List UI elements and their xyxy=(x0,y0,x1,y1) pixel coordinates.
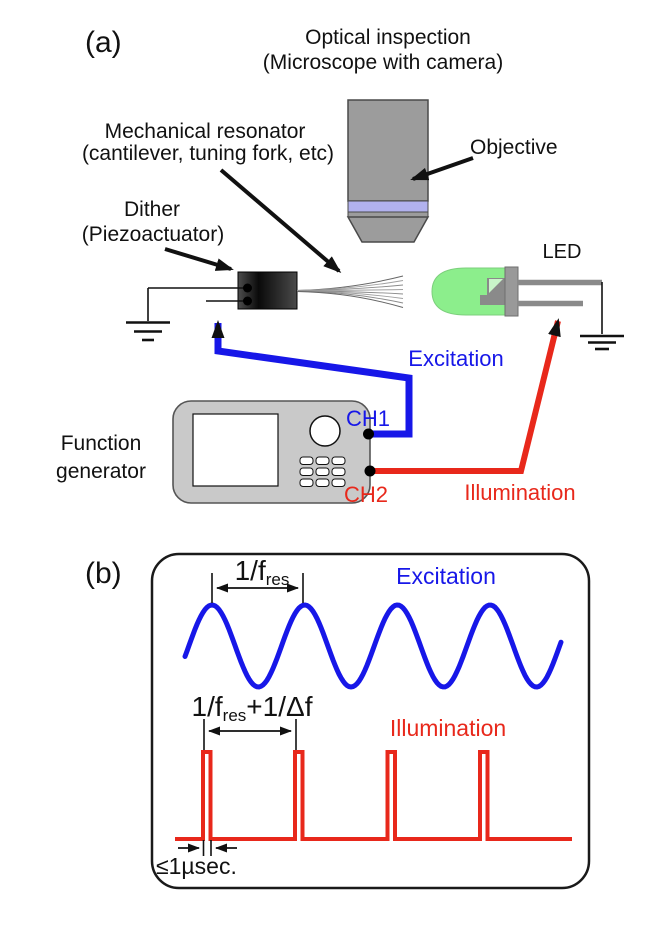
objective-graphic xyxy=(346,99,430,243)
excitation-label-b: Excitation xyxy=(396,563,496,589)
illumination-wire xyxy=(370,318,561,474)
optical-inspection-label-line2: (Microscope with camera) xyxy=(263,51,503,74)
dither-arrow xyxy=(164,247,234,271)
function-generator-label-line1: Function xyxy=(61,432,142,455)
mechanical-resonator-arrow xyxy=(219,168,342,273)
led-wire-wedge xyxy=(483,287,500,301)
function-generator-knob xyxy=(309,415,341,447)
objective-band xyxy=(347,200,429,213)
beat-dimension xyxy=(203,719,297,752)
function-generator-keypad xyxy=(299,456,346,487)
pulse-width-label: ≤1µsec. xyxy=(156,853,237,879)
excitation-sine-wave xyxy=(182,602,564,690)
ch2-terminal xyxy=(364,465,376,477)
panel-b-tag: (b) xyxy=(85,557,122,590)
objective-label: Objective xyxy=(470,136,558,159)
period-dimension xyxy=(211,573,304,603)
dither-label-line1: Dither xyxy=(124,198,180,221)
cantilever-fan xyxy=(296,275,404,308)
led-die-notch xyxy=(489,279,503,293)
illumination-label-a: Illumination xyxy=(464,480,575,505)
ground-icon-led xyxy=(580,282,624,351)
panel-a-tag: (a) xyxy=(85,26,122,59)
function-generator-label-line2: generator xyxy=(56,460,146,483)
objective-arrow xyxy=(410,156,474,181)
function-generator xyxy=(172,400,376,504)
mechanical-resonator-label-line1: Mechanical resonator xyxy=(105,120,306,143)
period-label: 1/fres xyxy=(235,555,290,589)
ch1-terminal xyxy=(363,428,374,440)
led-flange xyxy=(504,266,519,317)
illumination-label-b: Illumination xyxy=(390,715,506,741)
mechanical-resonator-label-line2: (cantilever, tuning fork, etc) xyxy=(82,142,334,165)
dither-label-line2: (Piezoactuator) xyxy=(82,223,224,246)
dither-terminal-top xyxy=(243,283,252,293)
optical-inspection-label-line1: Optical inspection xyxy=(305,26,471,49)
dither-block xyxy=(148,271,298,310)
led-label: LED xyxy=(543,241,582,263)
pulse-width-dimension xyxy=(178,840,237,856)
excitation-wire xyxy=(211,320,413,438)
function-generator-screen xyxy=(192,413,279,487)
ch1-label: CH1 xyxy=(346,406,390,431)
ground-icon-dither xyxy=(126,288,170,342)
dither-terminal-bottom xyxy=(243,296,252,306)
led-graphic xyxy=(431,266,602,317)
illumination-pulse-wave xyxy=(175,750,572,841)
excitation-label-a: Excitation xyxy=(408,346,503,371)
panel-b-box xyxy=(150,552,591,890)
beat-label: 1/fres+1/Δf xyxy=(192,691,313,725)
ch2-label: CH2 xyxy=(344,482,388,507)
